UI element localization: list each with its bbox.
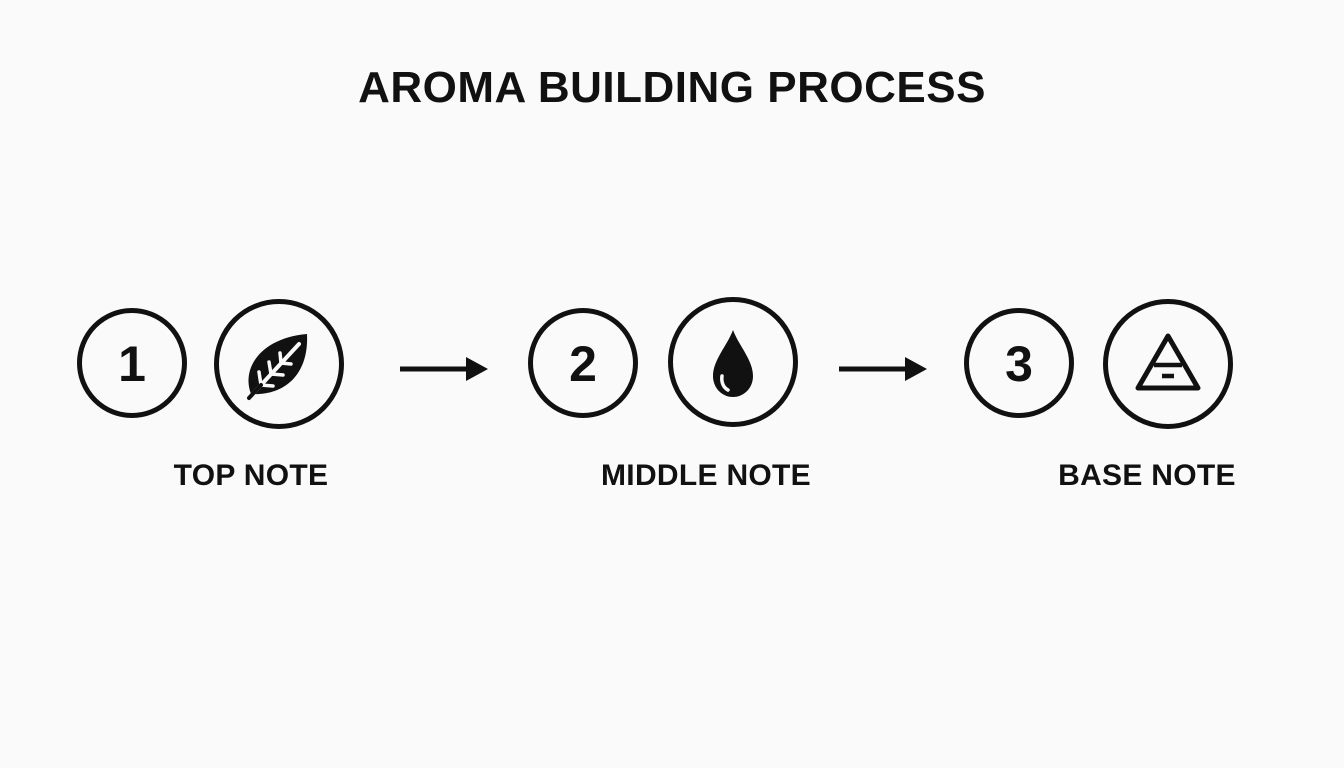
step-3-label: BASE NOTE xyxy=(1058,459,1236,492)
step-2-number: 2 xyxy=(569,336,597,392)
step-2-number-circle: 2 xyxy=(528,308,638,418)
step-2-label: MIDDLE NOTE xyxy=(601,459,811,492)
leaf-icon xyxy=(247,334,308,400)
diagram-title: AROMA BUILDING PROCESS xyxy=(358,63,986,112)
step-3-icon-circle xyxy=(1103,299,1233,429)
step-1-number-circle: 1 xyxy=(77,308,187,418)
arrow-right-icon xyxy=(400,357,488,381)
step-3-number: 3 xyxy=(1005,336,1033,392)
step-2-icon-circle xyxy=(668,297,798,427)
drop-icon xyxy=(713,330,753,397)
arrow-right-icon xyxy=(839,357,927,381)
pyramid-icon xyxy=(1135,333,1201,391)
step-3-number-circle: 3 xyxy=(964,308,1074,418)
step-1-label: TOP NOTE xyxy=(173,459,329,492)
step-1-number: 1 xyxy=(118,336,146,392)
step-1-icon-circle xyxy=(214,299,344,429)
